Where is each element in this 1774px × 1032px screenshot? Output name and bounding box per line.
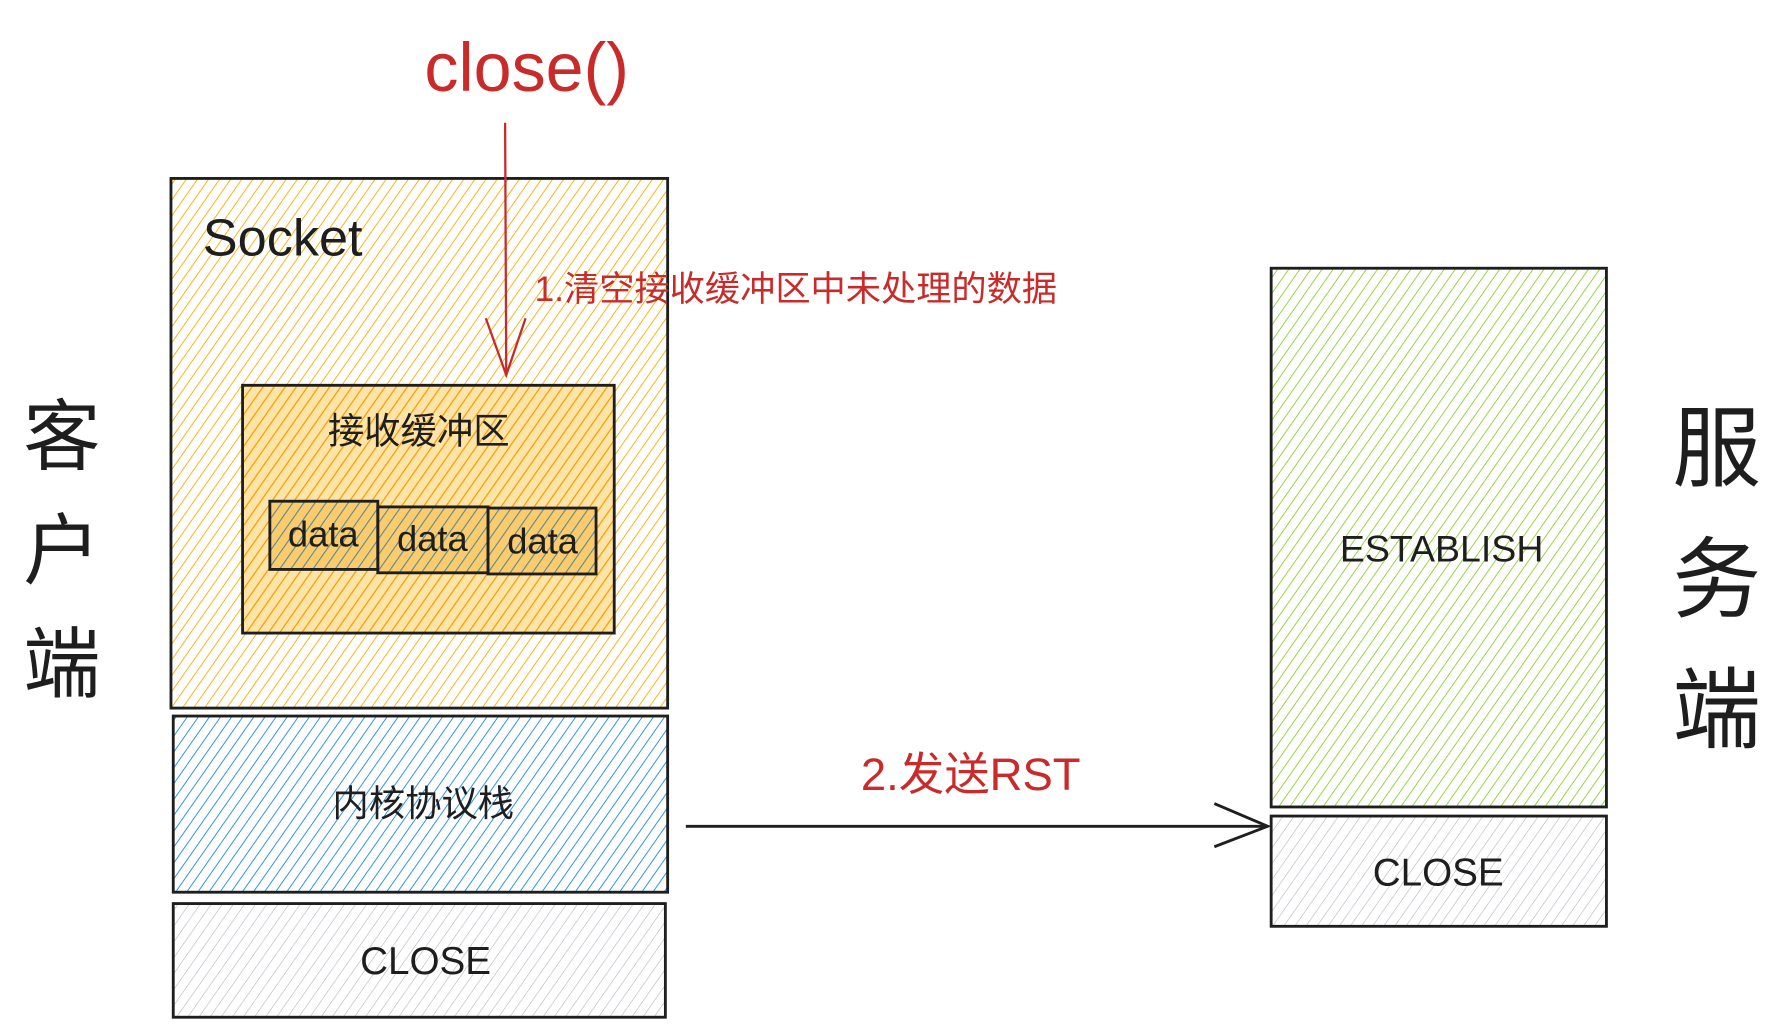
kernel-stack-label: 内核协议栈 [332,783,514,824]
client-close-state-box [171,902,667,1019]
server-label: 服 务 端 [1672,400,1761,760]
data-block-label: data [397,518,469,559]
rst-arrow [685,802,1272,849]
step1-annotation: 1.清空接收缓冲区中未处理的数据 [535,270,1057,309]
server-established-label: ESTABLISH [1340,527,1544,569]
socket-label: Socket [203,210,363,268]
receive-buffer-label: 接收缓冲区 [328,410,510,451]
client-close-state-label: CLOSE [360,940,491,983]
server-label-char: 端 [1672,661,1761,760]
close-call-title: close() [424,30,629,106]
client-label-char: 户 [23,508,100,594]
server-close-state-box [1269,814,1608,928]
client-label: 客 户 端 [23,395,100,708]
server-established-box [1269,266,1608,809]
kernel-stack-box [171,714,670,894]
data-block-label: data [507,521,579,562]
close-arrow [484,122,527,379]
data-block [268,499,380,571]
data-block [486,506,598,576]
client-label-char: 端 [23,622,100,708]
client-label-char: 客 [23,395,100,481]
server-label-char: 务 [1672,530,1761,629]
server-label-char: 服 [1672,400,1761,499]
step2-annotation: 2.发送RST [861,749,1081,800]
data-block-label: data [288,514,360,555]
server-close-state-label: CLOSE [1373,851,1504,894]
